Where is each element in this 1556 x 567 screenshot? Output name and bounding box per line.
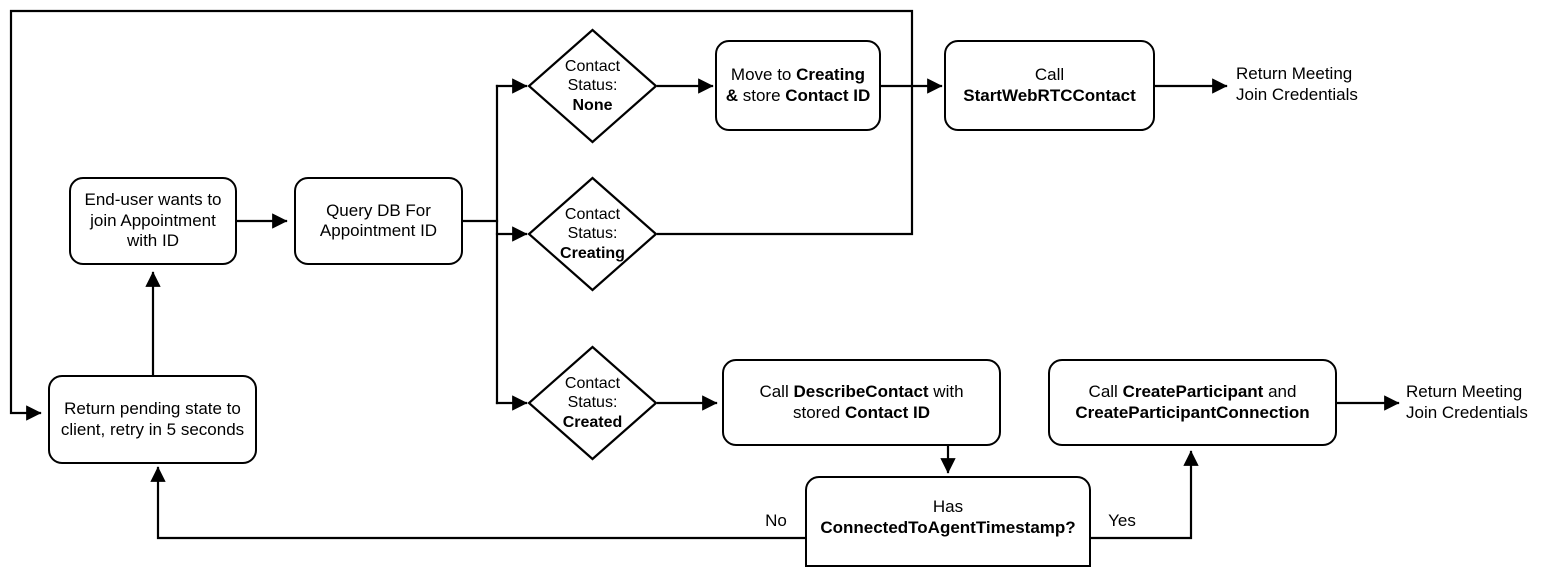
createpart-line1-bold: CreateParticipant [1122, 382, 1264, 402]
node-query-db[interactable]: Query DB For Appointment ID [294, 177, 463, 265]
node-contact-status-created[interactable]: Contact Status: Created [527, 345, 658, 461]
created-line-1: Contact [564, 374, 621, 392]
describe-line1-pre: Call [759, 382, 794, 402]
node-contact-status-none-label: Contact Status: None [527, 28, 658, 144]
move-line1-bold: Creating [796, 65, 866, 85]
node-has-connectedtoagenttimestamp-label: Has ConnectedToAgentTimestamp? [812, 497, 1083, 538]
node-call-describecontact[interactable]: Call DescribeContact with stored Contact… [722, 359, 1001, 446]
node-call-startwebrtccontact[interactable]: Call StartWebRTCContact [944, 40, 1155, 131]
hasts-line1: Has [932, 497, 964, 517]
createpart-line1-pre: Call [1088, 382, 1123, 402]
diamond-shape-creating [527, 176, 658, 292]
node-contact-status-creating-label: Contact Status: Creating [527, 176, 658, 292]
node-move-to-creating-label: Move to Creating & store Contact ID [718, 65, 879, 106]
node-contact-status-none[interactable]: Contact Status: None [527, 28, 658, 144]
move-line2-mid: store [738, 85, 786, 105]
created-line-2: Status: [567, 394, 618, 412]
node-call-startwebrtccontact-label: Call StartWebRTCContact [955, 65, 1144, 106]
none-line-2: Status: [567, 77, 618, 95]
startwebrtc-line2-bold: StartWebRTCContact [963, 85, 1136, 105]
node-has-connectedtoagenttimestamp[interactable]: Has ConnectedToAgentTimestamp? [805, 476, 1091, 567]
text-return-meeting-join-credentials-top: Return Meeting Join Credentials [1236, 64, 1358, 105]
describe-line1-post: with [928, 382, 964, 402]
creating-line-1: Contact [564, 205, 621, 223]
diamond-shape-none [527, 28, 658, 144]
node-call-createparticipant-label: Call CreateParticipant and CreatePartici… [1067, 382, 1317, 423]
move-line1-pre: Move to [730, 65, 797, 85]
node-return-pending-state[interactable]: Return pending state to client, retry in… [48, 375, 257, 464]
node-call-describecontact-label: Call DescribeContact with stored Contact… [751, 382, 971, 423]
move-line2-bold-b: Contact ID [785, 85, 871, 105]
node-return-pending-state-label: Return pending state to client, retry in… [60, 399, 245, 439]
none-line-1: Contact [564, 57, 621, 75]
node-query-db-label: Query DB For Appointment ID [319, 200, 438, 240]
node-end-user-wants-to-join[interactable]: End-user wants to join Appointment with … [69, 177, 237, 265]
node-move-to-creating[interactable]: Move to Creating & store Contact ID [715, 40, 881, 131]
creating-line-3: Creating [560, 244, 625, 262]
createpart-line2-bold: CreateParticipantConnection [1075, 402, 1310, 422]
move-line2-bold-a: & [725, 85, 739, 105]
startwebrtc-line1: Call [1034, 65, 1065, 85]
node-contact-status-created-label: Contact Status: Created [527, 345, 658, 461]
diamond-shape-created [527, 345, 658, 461]
text-return-meeting-join-credentials-bottom: Return Meeting Join Credentials [1406, 382, 1528, 423]
node-contact-status-creating[interactable]: Contact Status: Creating [527, 176, 658, 292]
describe-line2-pre: stored [793, 402, 845, 422]
edge-label-yes: Yes [1108, 511, 1136, 530]
edge-no-to-return-pending [150, 466, 808, 540]
node-end-user-wants-to-join-label: End-user wants to join Appointment with … [84, 190, 222, 251]
describe-line2-bold: Contact ID [844, 402, 930, 422]
createpart-line1-post: and [1263, 382, 1297, 402]
edge-label-no: No [765, 511, 787, 530]
node-call-createparticipant[interactable]: Call CreateParticipant and CreatePartici… [1048, 359, 1337, 446]
describe-line1-bold: DescribeContact [793, 382, 929, 402]
created-line-3: Created [562, 413, 623, 431]
creating-line-2: Status: [567, 225, 618, 243]
hasts-line2-bold: ConnectedToAgentTimestamp? [820, 517, 1076, 537]
none-line-3: None [572, 96, 613, 114]
